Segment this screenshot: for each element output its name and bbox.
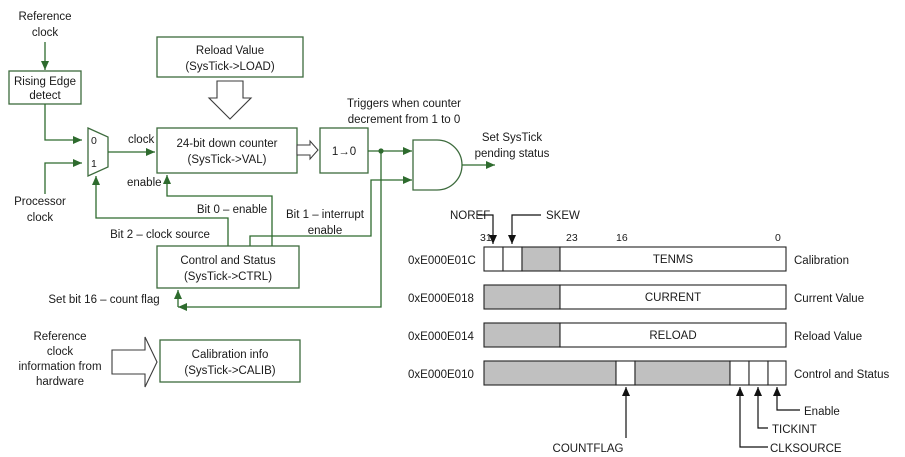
bit1-label-1: Bit 1 – interrupt	[286, 209, 365, 221]
register-field-label: RELOAD	[649, 330, 696, 342]
bit16-label: Set bit 16 – count flag	[48, 294, 159, 306]
bit0-label: Bit 0 – enable	[197, 204, 267, 216]
bit0-wire	[163, 175, 273, 246]
ctrl-label-1: Control and Status	[180, 255, 276, 267]
bit-number-31: 31	[480, 232, 492, 244]
noref-bit	[483, 246, 504, 272]
register-address: 0xE000E010	[408, 369, 474, 381]
clksource-label: CLKSOURCE	[770, 443, 842, 455]
compare-block	[319, 127, 369, 174]
current-field	[559, 284, 787, 310]
tickint-bit	[748, 360, 769, 386]
reload-label-1: Reload Value	[196, 45, 264, 57]
skew-arrow	[508, 214, 541, 244]
ref-info-label-4: hardware	[36, 376, 84, 388]
and-gate	[412, 139, 463, 191]
triggers-note-2: decrement from 1 to 0	[348, 114, 461, 126]
reload-value-block	[156, 36, 304, 78]
clock-label: clock	[128, 134, 154, 146]
count-flag-wire	[178, 151, 382, 311]
noref-arrow	[478, 214, 497, 244]
clksource-arrow	[736, 387, 768, 448]
enable-label: enable	[127, 177, 162, 189]
register-name: Reload Value	[794, 331, 862, 343]
register-name: Control and Status	[794, 369, 890, 381]
clksource-bit	[729, 360, 750, 386]
skew-label: SKEW	[546, 210, 580, 222]
reserved-field	[521, 246, 561, 272]
mux-input-1: 1	[91, 158, 97, 170]
calib-label-2: (SysTick->CALIB)	[184, 365, 275, 377]
processor-clock-label-1: Processor	[14, 196, 66, 208]
proc-clock-wire	[44, 159, 82, 194]
reference-clock-label-1: Reference	[18, 11, 71, 23]
reserved-field	[634, 360, 731, 386]
register-field-label: CURRENT	[645, 292, 701, 304]
reference-clock-label-2: clock	[32, 27, 58, 39]
register-address: 0xE000E018	[408, 293, 474, 305]
ref-info-label-3: information from	[18, 361, 101, 373]
enable-bit	[767, 360, 787, 386]
register-address: 0xE000E01C	[408, 255, 476, 267]
bit2-label: Bit 2 – clock source	[110, 229, 210, 241]
pending-note-1: Set SysTick	[482, 132, 543, 144]
bit1-label-2: enable	[308, 225, 343, 237]
tickint-label: TICKINT	[772, 424, 817, 436]
skew-bit	[502, 246, 523, 272]
register-name: Current Value	[794, 293, 864, 305]
compare-label: 1→0	[332, 146, 356, 158]
rising-edge-label-1: Rising Edge	[14, 76, 76, 88]
reserved-field	[483, 322, 561, 348]
mux-input-0: 0	[91, 135, 97, 147]
bit-number-0: 0	[775, 232, 781, 244]
counter-label-2: (SysTick->VAL)	[188, 154, 267, 166]
ref-info-label-2: clock	[47, 346, 73, 358]
register-row-reload: 0xE000E014 RELOAD Reload Value	[408, 322, 862, 348]
down-counter-block	[156, 127, 298, 174]
countflag-label: COUNTFLAG	[553, 443, 624, 455]
ref-info-label-1: Reference	[33, 331, 86, 343]
counter-to-compare-arrow	[296, 139, 319, 161]
bit-number-16: 16	[616, 232, 628, 244]
tenms-field	[559, 246, 787, 272]
register-row-control-status: 0xE000E010 Control and Status	[408, 360, 890, 386]
ref-info-arrow	[111, 336, 158, 388]
clock-mux	[87, 126, 109, 178]
register-address: 0xE000E014	[408, 331, 474, 343]
enable-label: Enable	[804, 406, 840, 418]
reserved-field	[483, 360, 617, 386]
reserved-field	[483, 284, 561, 310]
noref-label: NOREF	[450, 210, 490, 222]
triggers-note-1: Triggers when counter	[347, 98, 461, 110]
register-field-label: TENMS	[653, 254, 694, 266]
bit1-wire	[249, 176, 412, 246]
bit-number-23: 23	[566, 232, 578, 244]
tickint-arrow	[754, 387, 768, 429]
edge-to-mux-wire	[44, 104, 82, 144]
calib-label-1: Calibration info	[192, 349, 269, 361]
reload-field	[559, 322, 787, 348]
countflag-bit	[615, 360, 636, 386]
rising-edge-label-2: detect	[29, 90, 61, 102]
reload-load-arrow	[207, 80, 253, 120]
processor-clock-label-2: clock	[27, 212, 53, 224]
control-status-block	[156, 245, 300, 289]
bit2-wire	[92, 176, 229, 246]
enable-arrow	[773, 387, 800, 411]
pending-note-2: pending status	[475, 148, 550, 160]
calibration-info-block	[159, 339, 301, 383]
counter-label-1: 24-bit down counter	[176, 138, 277, 150]
register-row-current: 0xE000E018 CURRENT Current Value	[408, 284, 864, 310]
ctrl-label-2: (SysTick->CTRL)	[184, 271, 272, 283]
register-row-calibration: 0xE000E01C TENMS Calibration	[408, 246, 849, 272]
register-name: Calibration	[794, 255, 849, 267]
reload-label-2: (SysTick->LOAD)	[185, 61, 275, 73]
